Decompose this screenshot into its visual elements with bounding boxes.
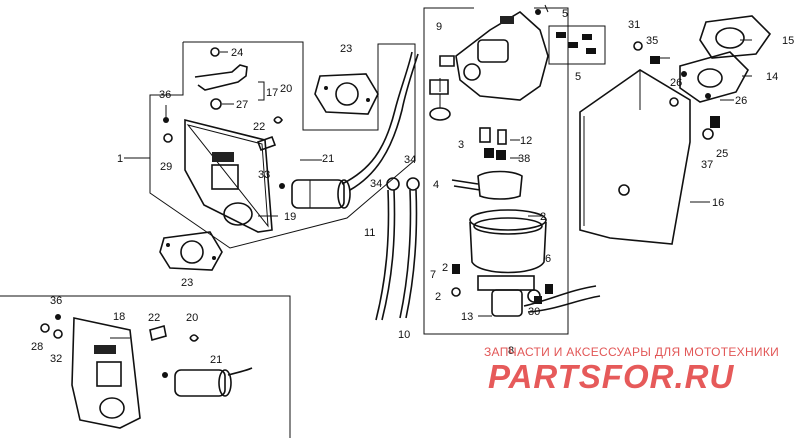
label-38: 38 <box>518 153 530 165</box>
label-21: 21 <box>322 153 334 165</box>
leader-lines <box>110 4 752 339</box>
right-fasteners <box>633 41 720 140</box>
label-12: 12 <box>520 135 532 147</box>
float-bowl <box>469 209 601 317</box>
watermark: ЗАПЧАСТИ И АКСЕССУАРЫ ДЛЯ МОТОТЕХНИКИ PA… <box>484 345 779 395</box>
label-9: 9 <box>436 21 442 33</box>
label-1: 1 <box>117 153 123 165</box>
label-8: 8 <box>508 345 514 357</box>
bracket-upper <box>194 47 283 152</box>
label-22b: 22 <box>148 312 160 324</box>
drain-screw <box>451 264 461 297</box>
label-2c: 2 <box>435 291 441 303</box>
label-23b: 23 <box>181 277 193 289</box>
label-15: 15 <box>782 35 794 47</box>
label-28: 28 <box>31 341 43 353</box>
label-5b: 5 <box>575 71 581 83</box>
float <box>451 170 523 200</box>
label-29: 29 <box>160 161 172 173</box>
label-23: 23 <box>340 43 352 55</box>
part-labels: 1 2 2 2 3 4 5 5 6 7 8 9 10 11 12 13 14 1… <box>31 8 794 366</box>
gasket-lower-left <box>159 231 223 271</box>
label-16: 16 <box>712 197 724 209</box>
label-36b: 36 <box>50 295 62 307</box>
label-20: 20 <box>280 83 292 95</box>
label-17: 17 <box>266 87 278 99</box>
jets <box>479 127 507 160</box>
gasket-upper <box>314 73 379 115</box>
label-4: 4 <box>433 179 439 191</box>
label-10: 10 <box>398 329 410 341</box>
label-3: 3 <box>458 139 464 151</box>
gasket-right <box>679 15 772 103</box>
watermark-brand: PARTSFOR.RU <box>488 358 734 395</box>
label-24: 24 <box>231 47 243 59</box>
label-30: 30 <box>528 306 540 318</box>
label-19: 19 <box>284 211 296 223</box>
carburetor <box>429 9 549 121</box>
label-37: 37 <box>701 159 713 171</box>
label-36: 36 <box>159 89 171 101</box>
label-5: 5 <box>562 8 568 20</box>
label-35: 35 <box>646 35 658 47</box>
label-2: 2 <box>540 211 546 223</box>
label-34: 34 <box>370 178 382 190</box>
label-26: 26 <box>670 77 682 89</box>
tubes <box>375 177 420 321</box>
label-14: 14 <box>766 71 778 83</box>
label-18: 18 <box>113 311 125 323</box>
watermark-caption: ЗАПЧАСТИ И АКСЕССУАРЫ ДЛЯ МОТОТЕХНИКИ <box>484 345 779 359</box>
label-2b: 2 <box>442 262 448 274</box>
solenoid-upper <box>279 51 419 209</box>
label-32: 32 <box>50 353 62 365</box>
label-6: 6 <box>545 253 551 265</box>
label-11: 11 <box>364 227 375 239</box>
label-27: 27 <box>236 99 248 111</box>
label-33: 33 <box>258 169 270 181</box>
label-26b: 26 <box>735 95 747 107</box>
label-22: 22 <box>253 121 265 133</box>
label-34b: 34 <box>404 154 416 166</box>
group-frames <box>0 7 606 438</box>
label-25: 25 <box>716 148 728 160</box>
label-13: 13 <box>461 311 473 323</box>
heat-shield <box>579 69 691 245</box>
screws-group-5 <box>556 32 596 54</box>
label-7: 7 <box>430 269 436 281</box>
label-20b: 20 <box>186 312 198 324</box>
insulator-plate-lower <box>40 314 253 429</box>
label-31: 31 <box>628 19 640 31</box>
label-21b: 21 <box>210 354 222 366</box>
